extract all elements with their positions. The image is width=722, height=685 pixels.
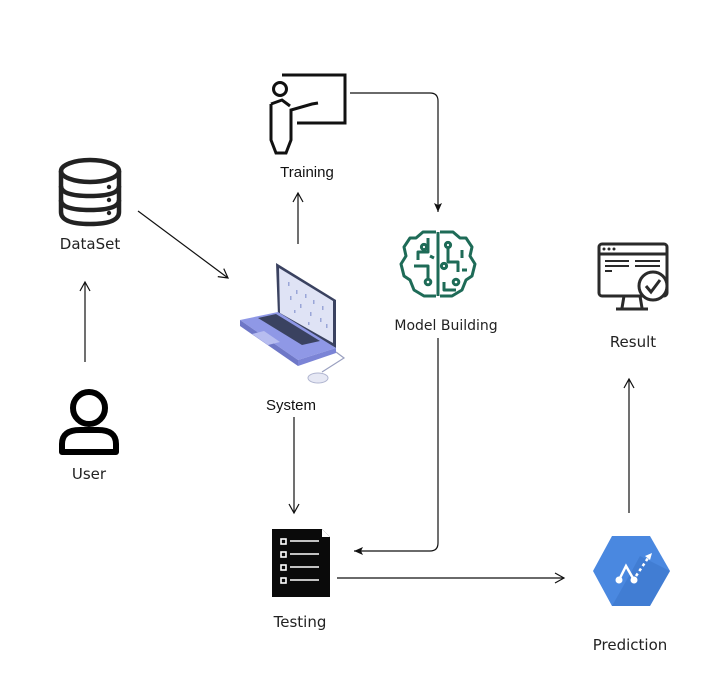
database-icon: [58, 157, 122, 227]
monitor-check-icon: [597, 242, 669, 311]
node-dataset[interactable]: DataSet: [58, 157, 122, 253]
edge-model-to-testing: [354, 338, 439, 555]
node-label-prediction: Prediction: [593, 636, 668, 654]
checklist-document-icon: [272, 529, 330, 597]
node-model-building[interactable]: Model Building: [394, 230, 498, 334]
node-user[interactable]: User: [59, 389, 119, 483]
edge-training-to-model: [350, 92, 442, 212]
edges: [79, 92, 635, 584]
brain-circuit-icon: [399, 230, 477, 298]
node-label-training: Training: [280, 164, 334, 181]
node-result[interactable]: Result: [597, 242, 669, 351]
node-label-model-building: Model Building: [394, 318, 497, 334]
node-label-system: System: [266, 397, 316, 414]
node-system[interactable]: System: [240, 263, 346, 414]
node-training[interactable]: Training: [269, 73, 347, 181]
node-label-user: User: [72, 465, 107, 483]
node-label-testing: Testing: [273, 613, 327, 631]
node-label-result: Result: [610, 333, 656, 351]
node-testing[interactable]: Testing: [272, 529, 330, 631]
presenter-board-icon: [269, 73, 347, 155]
laptop-icon: [240, 263, 346, 384]
edge-dataset-to-system: [137, 210, 229, 279]
prediction-hexagon-icon: [593, 536, 670, 606]
user-icon: [59, 389, 119, 455]
node-prediction[interactable]: Prediction: [593, 536, 670, 654]
node-label-dataset: DataSet: [60, 235, 121, 253]
